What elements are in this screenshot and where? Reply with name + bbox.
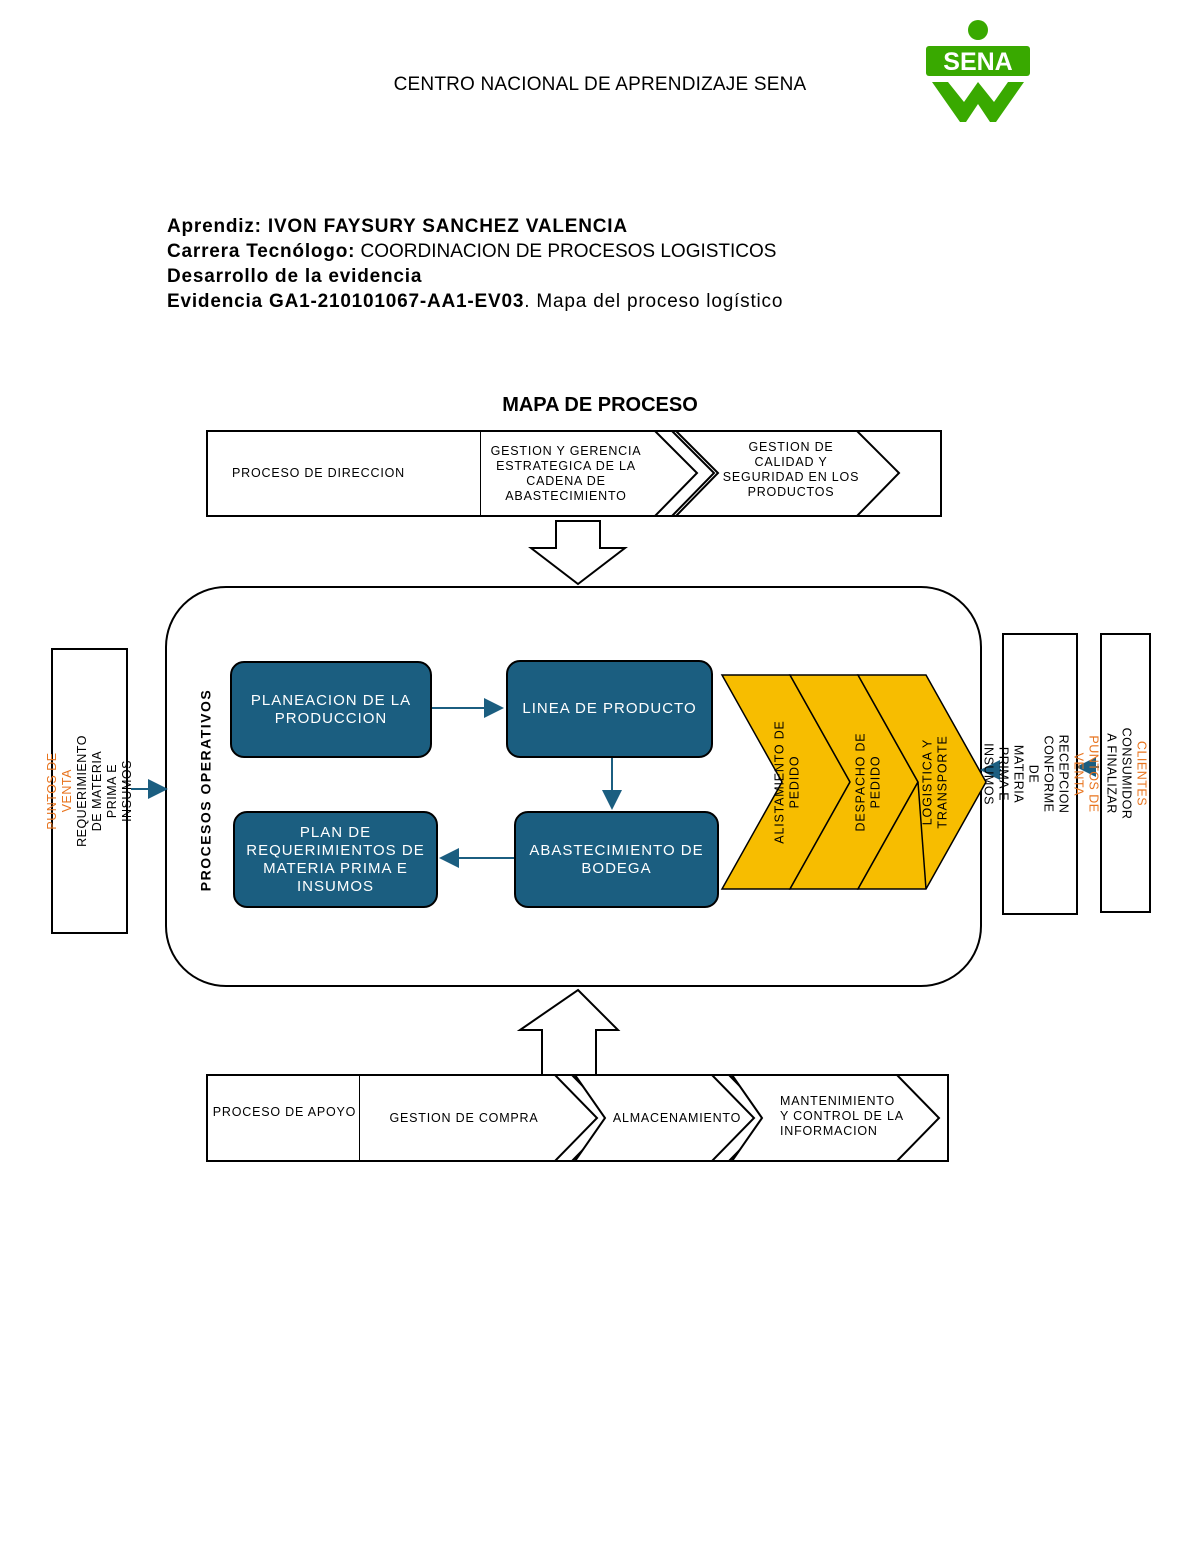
desarrollo-line: Desarrollo de la evidencia [167,266,423,287]
apoyo-frame [206,1074,949,1162]
plan-requerimientos-box: PLAN DE REQUERIMIENTOS DE MATERIA PRIMA … [233,811,438,908]
direccion-frame [206,430,942,517]
institution-title: CENTRO NACIONAL DE APRENDIZAJE SENA [393,74,807,95]
left-side-title: PUNTOS DE VENTA [44,752,74,830]
apoyo-step2: ALMACENAMIENTO [612,1110,742,1125]
evidencia-line: Evidencia GA1-210101067-AA1-EV03. Mapa d… [167,291,784,312]
direccion-label: PROCESO DE DIRECCION [232,465,405,480]
carrera-line: Carrera Tecnólogo: COORDINACION DE PROCE… [167,241,777,262]
sena-logo: SENA [920,18,1036,128]
left-side-text: REQUERIMIENTO DE MATERIA PRIMA E INSUMOS [74,735,134,847]
linea-producto-box: LINEA DE PRODUCTO [506,660,713,758]
apoyo-label: PROCESO DE APOYO [212,1105,357,1119]
student-info: Aprendiz: IVON FAYSURY SANCHEZ VALENCIA … [167,214,783,314]
map-title: MAPA DE PROCESO [502,394,698,416]
right-side-2-text: CONSUMIDOR A FINALIZAR [1104,727,1133,819]
right-side-box-1: PUNTOS DE VENTA RECEPCION CONFORME DE MA… [981,633,1100,915]
abastecimiento-box: ABASTECIMIENTO DE BODEGA [514,811,719,908]
up-arrow [516,988,621,1077]
left-side-box: PUNTOS DE VENTA REQUERIMIENTO DE MATERIA… [45,648,134,934]
aprendiz-line: Aprendiz: IVON FAYSURY SANCHEZ VALENCIA [167,216,628,237]
planeacion-box: PLANEACION DE LA PRODUCCION [230,661,432,758]
operativos-label: PROCESOS OPERATIVOS [197,688,213,892]
apoyo-step1: GESTION DE COMPRA [389,1110,539,1125]
down-arrow [528,520,628,586]
right-side-2-title: CLIENTES [1134,740,1148,806]
right-side-1-title: PUNTOS DE VENTA [1071,735,1101,813]
chevron-group [720,674,987,890]
right-side-box-2: CLIENTES CONSUMIDOR A FINALIZAR [1100,633,1151,913]
right-side-1-text: RECEPCION CONFORME DE MATERIA PRIMA E IN… [981,734,1071,814]
logo-text: SENA [943,48,1012,76]
